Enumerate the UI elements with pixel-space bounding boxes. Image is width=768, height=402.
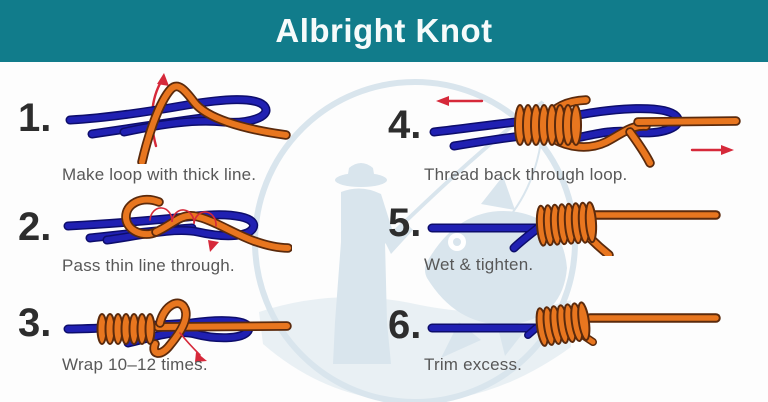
knot-step-5-illustration [427, 201, 721, 256]
wrap-coil [514, 104, 582, 146]
step-4-caption: Thread back through loop. [424, 165, 628, 184]
step-2-caption: Pass thin line through. [62, 256, 235, 275]
step-6-caption: Trim excess. [424, 355, 523, 374]
thin-orange-line [580, 313, 721, 346]
knot-step-4-illustration [429, 95, 741, 168]
step-6-number: 6. [388, 303, 422, 347]
wrap-coil [96, 313, 156, 345]
thin-orange-line [137, 81, 291, 164]
page-title: Albright Knot [275, 12, 493, 49]
step-3-number: 3. [18, 301, 52, 345]
thin-orange-line [149, 298, 292, 358]
step-2-number: 2. [18, 205, 52, 249]
thick-blue-line [427, 323, 541, 339]
knot-step-1-illustration [65, 73, 291, 164]
knot-step-6-illustration [427, 301, 721, 347]
step-1-number: 1. [18, 96, 52, 140]
red-right-arrow [690, 145, 734, 155]
knot-step-2-illustration [63, 194, 292, 253]
thick-blue-line [427, 223, 543, 253]
red-wrap-spiral-arrow [149, 207, 219, 252]
step-4-number: 4. [388, 103, 422, 147]
red-left-arrow [436, 96, 484, 106]
step-5-caption: Wet & tighten. [424, 255, 534, 274]
knot-step-3-illustration [63, 298, 292, 362]
thin-orange-line [585, 210, 721, 256]
step-5-number: 5. [388, 201, 422, 245]
step-1-caption: Make loop with thick line. [62, 165, 257, 184]
red-down-arrow [179, 332, 207, 362]
tightened-coil [535, 201, 598, 247]
header-bar: Albright Knot [0, 0, 768, 62]
step-3-caption: Wrap 10–12 times. [62, 355, 208, 374]
